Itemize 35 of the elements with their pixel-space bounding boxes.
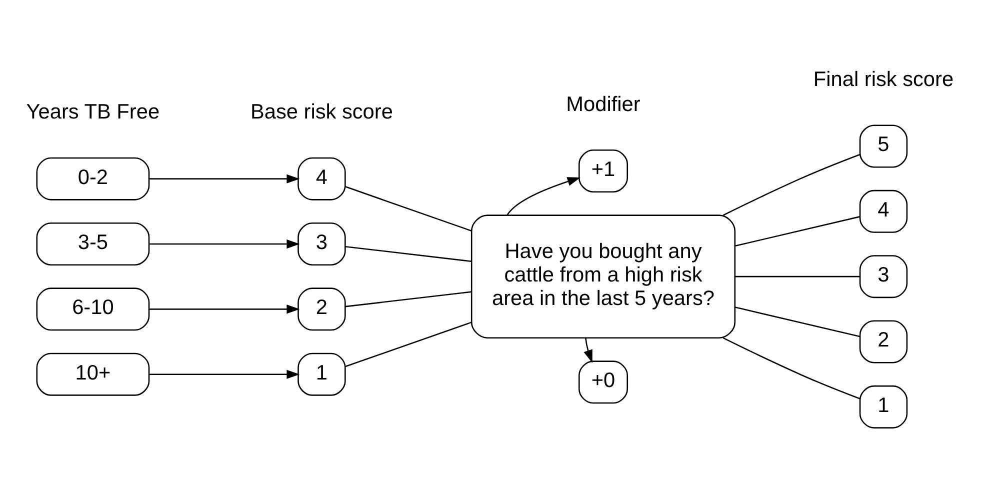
node-box: +0 [578, 360, 628, 404]
arrow [584, 338, 592, 363]
connector [345, 186, 472, 232]
connector [735, 216, 860, 247]
arrow [506, 177, 580, 216]
node-box: 1 [298, 352, 346, 396]
node-box: 1 [859, 385, 908, 428]
connector [345, 246, 472, 262]
label: Years TB Free [26, 100, 160, 124]
connector [722, 337, 860, 400]
node-box: 10+ [36, 352, 150, 396]
node-box: 2 [298, 288, 346, 331]
node-box: 4 [859, 190, 908, 233]
label: Base risk score [250, 100, 393, 124]
arrow [150, 304, 300, 314]
node-box: 0-2 [36, 157, 150, 200]
arrow [150, 239, 300, 249]
node-box: 4 [298, 157, 346, 200]
arrow [150, 174, 300, 184]
node-box: 3 [298, 222, 346, 266]
node-box: 5 [859, 124, 908, 168]
arrow [150, 370, 300, 379]
node-box: +1 [578, 150, 628, 193]
node-box: 2 [859, 320, 908, 364]
connector [722, 154, 860, 216]
connector [345, 291, 472, 308]
node-box: 3 [859, 255, 908, 298]
node-box: 3-5 [36, 222, 150, 266]
connector [345, 322, 472, 368]
connector [735, 306, 860, 338]
label: Modifier [566, 92, 640, 116]
node-box: Have you bought any cattle from a high risk area in the last 5 years? [470, 214, 736, 338]
connector [735, 276, 860, 278]
label: Final risk score [813, 68, 954, 92]
node-box: 6-10 [36, 288, 150, 331]
